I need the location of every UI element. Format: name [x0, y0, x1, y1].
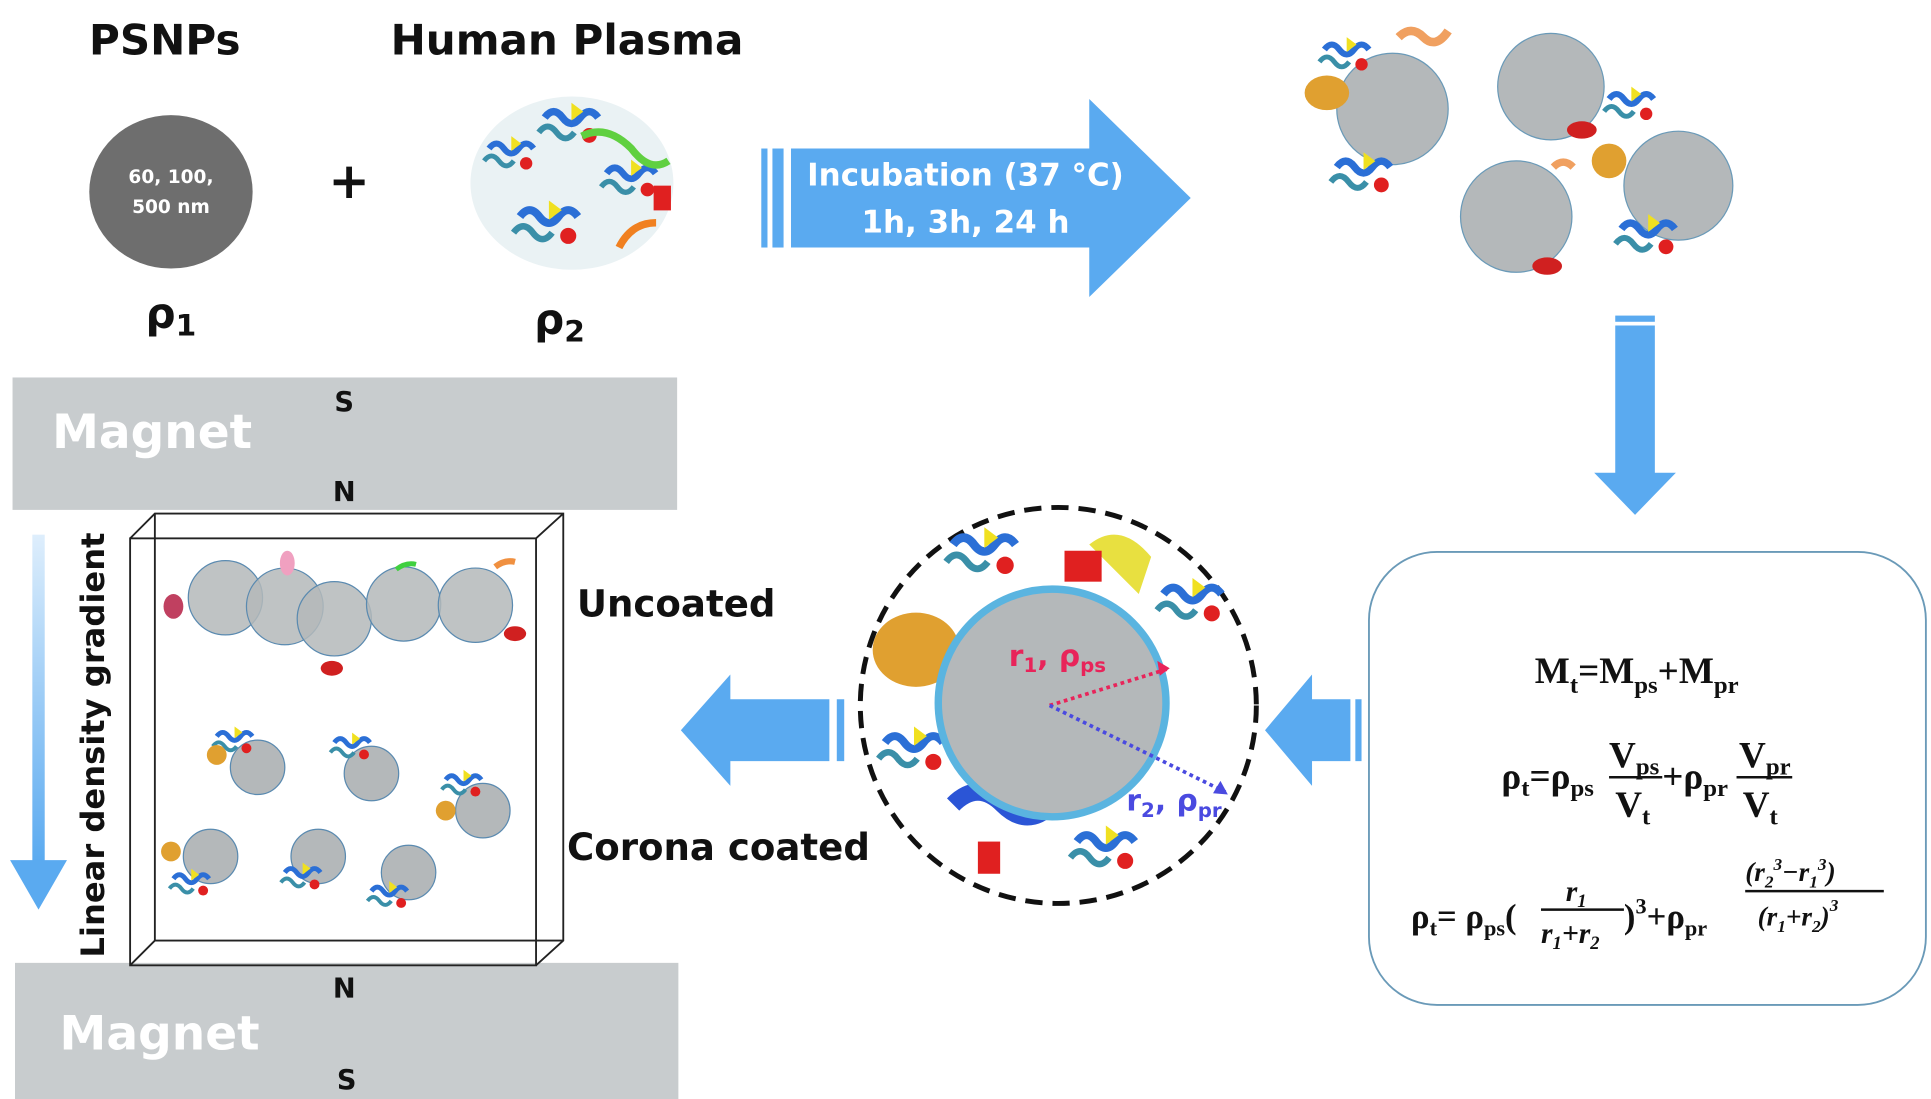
magnet-bottom-pole-n: N [333, 974, 356, 1005]
svg-text:Vt: Vt [1743, 785, 1779, 830]
magnet-top-pole-n: N [333, 477, 356, 508]
corona-coated-particles [161, 726, 511, 907]
incubation-line2: 1h, 3h, 24 h [862, 205, 1070, 241]
magnet-bottom [15, 962, 679, 1099]
protein-decorations [1304, 26, 1675, 275]
incubation-arrow [761, 99, 1191, 298]
plasma-protein-image [470, 96, 674, 270]
formula-density-radius: ρt= ρps( r1 r1+r2 )3+ρpr (r23−r13) (r1+r… [1411, 855, 1884, 954]
svg-text:+ρpr: +ρpr [1662, 756, 1728, 801]
density-gradient-arrow [10, 534, 67, 910]
particle-sizes-line1: 60, 100, [128, 167, 213, 188]
corona-particle [857, 504, 1259, 906]
particle-sizes-line2: 500 nm [132, 197, 210, 218]
plus-sign: + [328, 152, 369, 210]
svg-text:r1+r2: r1+r2 [1541, 918, 1600, 954]
psnps-label: PSNPs [89, 15, 240, 64]
plasma-label: Human Plasma [391, 15, 744, 64]
magnet-bottom-label: Magnet [60, 1006, 260, 1061]
arrow-corona-to-gradient [680, 674, 845, 786]
svg-text:Vt: Vt [1615, 785, 1651, 830]
magnet-top [12, 377, 678, 510]
svg-text:)3+ρpr: )3+ρpr [1624, 893, 1707, 940]
gradient-label: Linear density gradient [74, 533, 112, 958]
incubated-particles-image [1336, 32, 1734, 273]
psnp-particle [89, 115, 253, 269]
svg-text:(r23−r13): (r23−r13) [1745, 855, 1835, 891]
magnet-top-label: Magnet [52, 405, 252, 460]
cuvette [129, 512, 565, 967]
uncoated-label: Uncoated [577, 582, 776, 625]
down-arrow [1594, 315, 1676, 515]
r2-rho-pr-label: r2, ρpr [1126, 784, 1221, 822]
uncoated-protein-fragments [163, 550, 527, 676]
r1-rho-ps-label: r1, ρps [1009, 639, 1106, 677]
arrow-formula-to-corona [1265, 674, 1362, 786]
corona-coated-label: Corona coated [567, 826, 870, 869]
magnet-top-pole-s: S [334, 387, 354, 418]
rho2-label: ρ2 [534, 295, 585, 349]
svg-text:r1: r1 [1566, 876, 1587, 912]
svg-text:(r1+r2)3: (r1+r2)3 [1758, 896, 1839, 936]
svg-text:ρt= ρps(: ρt= ρps( [1411, 898, 1517, 940]
magnet-bottom-pole-s: S [337, 1065, 357, 1096]
formula-density-volume: ρt=ρps Vps Vt +ρpr Vpr Vt [1501, 735, 1793, 830]
svg-text:Vps: Vps [1609, 735, 1660, 780]
formula-mass: Mt=Mps+Mpr [1535, 651, 1739, 699]
incubation-line1: Incubation (37 °C) [807, 158, 1124, 194]
uncoated-particles [187, 560, 514, 657]
svg-text:ρt=ρps: ρt=ρps [1501, 756, 1594, 801]
rho1-label: ρ1 [146, 289, 197, 343]
